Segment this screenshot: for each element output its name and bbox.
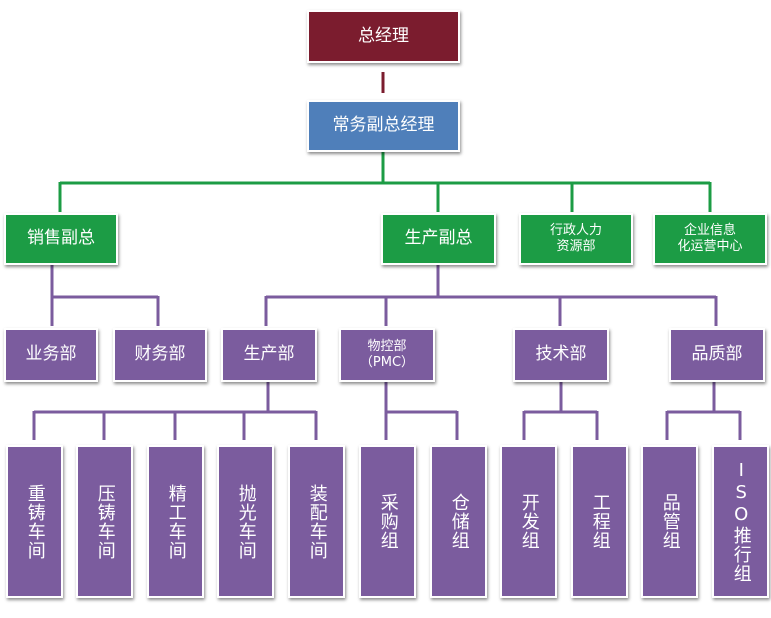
node-admin-hr: 行政人力 资源部: [519, 213, 633, 265]
node-polishing: 抛光车间: [217, 445, 274, 598]
die-casting-label: 压铸车间: [94, 483, 116, 560]
node-warehouse: 仓储组: [430, 445, 487, 598]
node-development: 开发组: [500, 445, 557, 598]
node-quality-control: 品管组: [641, 445, 698, 598]
quality-control-label: 品管组: [659, 493, 681, 550]
node-production-vp: 生产副总: [381, 213, 496, 265]
connector-level2: [58, 150, 712, 212]
node-tech-dept: 技术部: [513, 328, 609, 382]
polishing-label: 抛光车间: [235, 483, 257, 560]
it-operations-line2: 化运营中心: [677, 239, 743, 254]
engineering-label: 工程组: [589, 493, 611, 550]
heavy-casting-label: 重铸车间: [24, 483, 46, 560]
node-general-manager: 总经理: [307, 10, 460, 63]
node-business-dept: 业务部: [4, 328, 98, 382]
pmc-line1: 物控部: [367, 338, 407, 354]
pmc-line2: （PMC）: [359, 355, 415, 370]
assembly-label: 装配车间: [306, 483, 328, 560]
node-sales-vp: 销售副总: [4, 213, 118, 265]
warehouse-label: 仓储组: [448, 493, 470, 550]
finishing-label: 精工车间: [165, 483, 187, 560]
node-pmc-dept: 物控部 （PMC）: [339, 328, 435, 382]
it-operations-line1: 企业信息: [683, 222, 736, 238]
node-it-operations: 企业信息 化运营中心: [653, 213, 767, 265]
node-production-dept: 生产部: [221, 328, 317, 382]
iso-promotion-label: ISO推行组: [730, 460, 752, 583]
purchasing-label: 采购组: [377, 493, 399, 550]
node-finishing: 精工车间: [147, 445, 204, 598]
development-label: 开发组: [518, 493, 540, 550]
node-quality-dept: 品质部: [669, 328, 765, 382]
node-heavy-casting: 重铸车间: [6, 445, 63, 598]
connector-purple: [32, 265, 742, 440]
node-die-casting: 压铸车间: [76, 445, 133, 598]
admin-hr-line1: 行政人力: [549, 222, 602, 238]
node-purchasing: 采购组: [359, 445, 416, 598]
node-executive-vice-gm: 常务副总经理: [307, 100, 460, 152]
node-engineering: 工程组: [571, 445, 628, 598]
node-finance-dept: 财务部: [113, 328, 207, 382]
admin-hr-line2: 资源部: [556, 239, 596, 254]
node-iso-promotion: ISO推行组: [712, 445, 769, 598]
node-assembly: 装配车间: [288, 445, 345, 598]
